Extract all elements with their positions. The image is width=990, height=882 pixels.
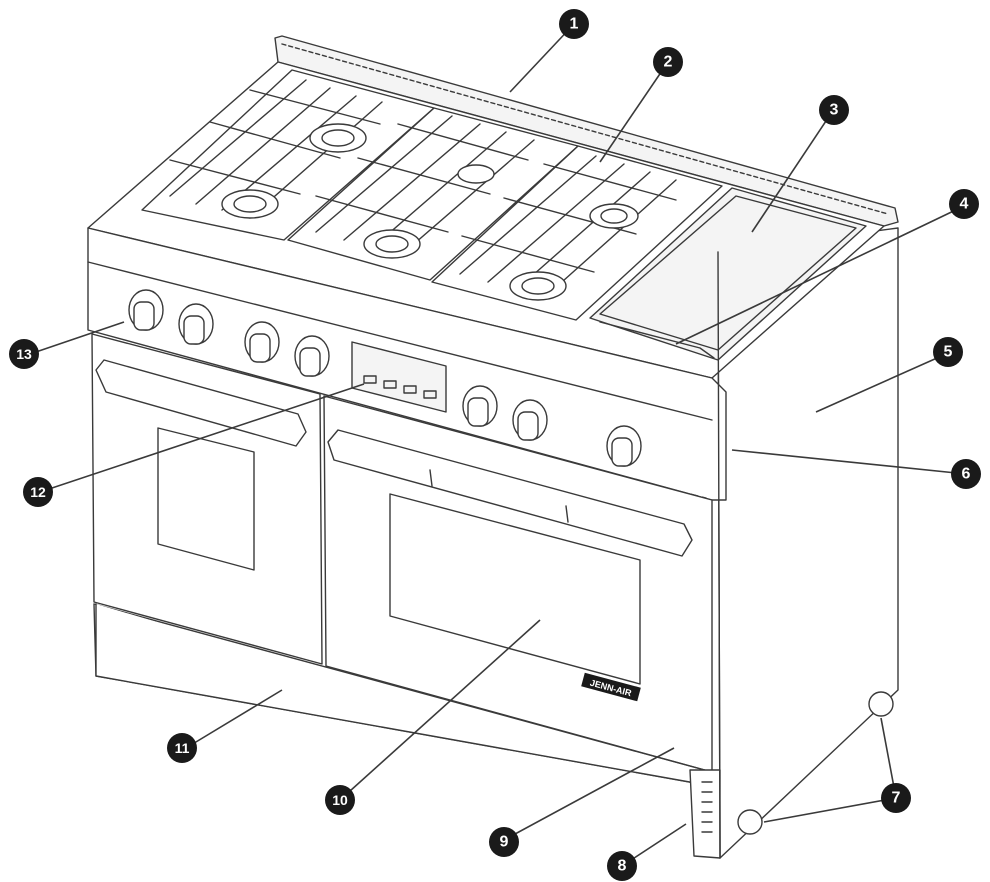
leveling-leg-front: [737, 809, 763, 835]
svg-text:13: 13: [16, 346, 32, 362]
callout-6: 6: [951, 459, 981, 489]
callout-7: 7: [881, 783, 911, 813]
knob: [606, 425, 642, 467]
burners: [221, 123, 639, 301]
knob: [512, 399, 548, 441]
callout-4: 4: [949, 189, 979, 219]
drawer-front: [95, 603, 713, 787]
oven-control-display: [351, 341, 447, 413]
svg-text:10: 10: [332, 792, 348, 808]
svg-text:4: 4: [960, 196, 969, 213]
right-oven-door: [323, 395, 713, 773]
callout-5: 5: [933, 337, 963, 367]
callout-2: 2: [653, 47, 683, 77]
knob: [294, 335, 330, 377]
callout-12: 12: [23, 477, 53, 507]
grate-right: [431, 145, 723, 321]
callout-1: 1: [559, 9, 589, 39]
knob: [462, 385, 498, 427]
svg-text:7: 7: [892, 790, 901, 807]
svg-text:11: 11: [175, 740, 190, 756]
callout-9: 9: [489, 827, 519, 857]
knob: [178, 303, 214, 345]
callout-3: 3: [819, 95, 849, 125]
right-oven-handle: [327, 429, 693, 557]
knob: [128, 289, 164, 331]
burner: [457, 164, 495, 184]
burner-grates: [141, 69, 723, 321]
svg-text:8: 8: [618, 858, 627, 875]
control-knobs: [128, 289, 642, 467]
svg-text:2: 2: [664, 54, 673, 71]
svg-text:1: 1: [570, 16, 579, 33]
knob: [244, 321, 280, 363]
callout-11: 11: [167, 733, 197, 763]
backguard-edge: [281, 43, 889, 215]
callout-8: 8: [607, 851, 637, 881]
right-oven-window: [389, 493, 641, 685]
svg-text:5: 5: [944, 344, 953, 361]
svg-text:9: 9: [500, 834, 509, 851]
grease-trough: [599, 321, 715, 359]
svg-text:12: 12: [30, 484, 46, 500]
leveling-leg-rear: [868, 691, 894, 717]
toe-kick: [689, 769, 721, 859]
callout-10: 10: [325, 785, 355, 815]
left-oven-window: [157, 427, 255, 571]
leader-lines: [29, 23, 967, 867]
side-panel-edge: [717, 251, 721, 859]
griddle: [589, 187, 867, 361]
left-oven-handle: [95, 359, 307, 447]
svg-text:3: 3: [830, 102, 839, 119]
cooktop-front-lip: [87, 261, 713, 421]
callout-13: 13: [9, 339, 39, 369]
grate-left: [141, 69, 435, 241]
svg-text:6: 6: [962, 466, 971, 483]
